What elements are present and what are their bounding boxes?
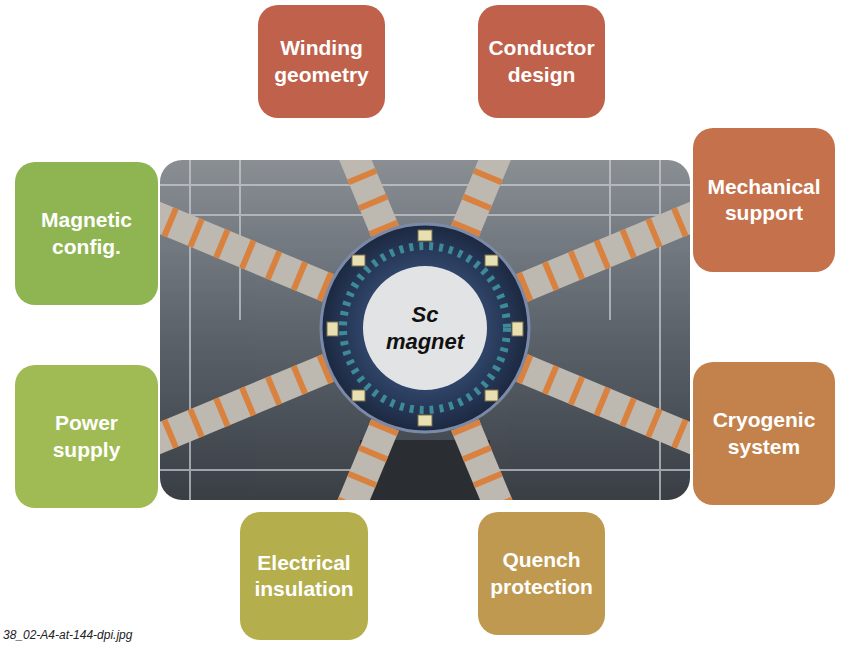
photo-content	[160, 160, 690, 500]
topic-box: Mechanical support	[693, 128, 835, 272]
topic-box: Conductor design	[478, 5, 605, 118]
topic-label: Quench protection	[488, 547, 595, 600]
topic-label: Power supply	[25, 410, 148, 463]
topic-box: Magnetic config.	[15, 162, 158, 305]
topic-label: Cryogenic system	[703, 407, 825, 460]
topic-label: Magnetic config.	[25, 207, 148, 260]
topic-label: Mechanical support	[703, 174, 825, 227]
topic-box: Winding geometry	[258, 5, 385, 118]
topic-box: Quench protection	[478, 512, 605, 635]
topic-label: Electrical insulation	[250, 550, 358, 603]
topic-box: Cryogenic system	[693, 362, 835, 505]
topic-box: Electrical insulation	[240, 512, 368, 640]
center-circle: Sc magnet	[363, 266, 487, 390]
topic-box: Power supply	[15, 365, 158, 508]
file-name-note: 38_02-A4-at-144-dpi.jpg	[3, 628, 132, 642]
topic-label: Conductor design	[488, 35, 595, 88]
topic-label: Winding geometry	[268, 35, 375, 88]
center-label: Sc magnet	[377, 301, 473, 356]
